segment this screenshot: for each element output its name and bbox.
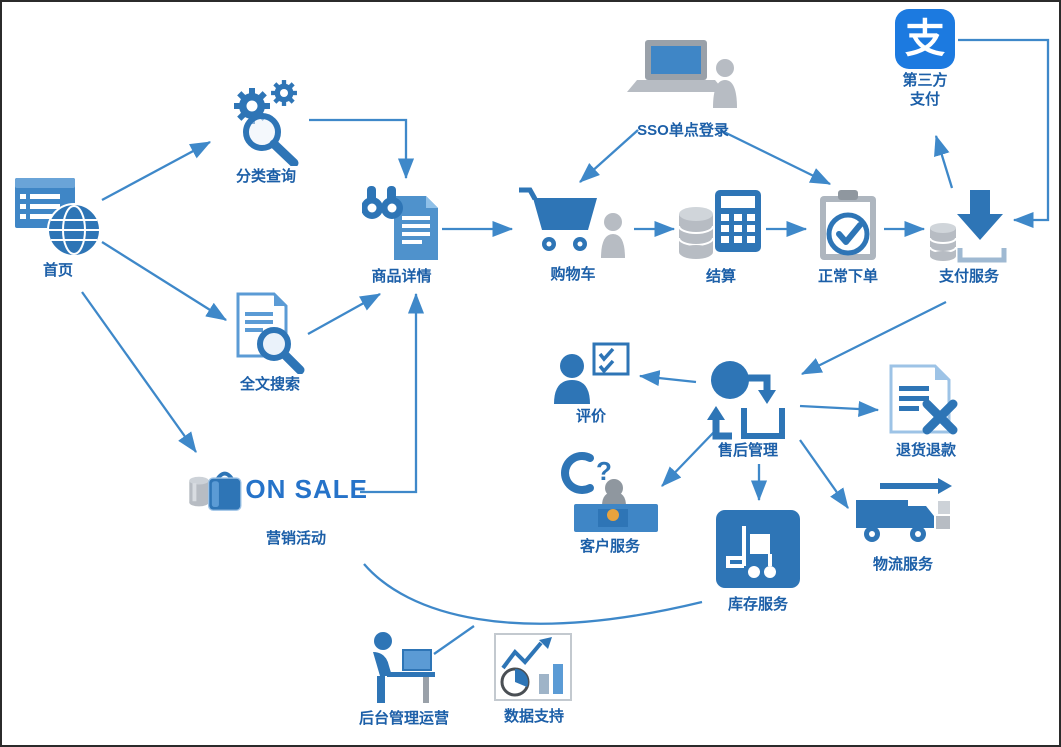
node-label-marketing: 营销活动: [266, 530, 327, 547]
edge-aftersales-refund: [799, 400, 880, 418]
edge-home-fulltext: [101, 241, 227, 321]
home-icon: [15, 178, 101, 257]
node-payment: 支付服务: [926, 188, 1012, 287]
fulltext-search-icon: [236, 292, 305, 374]
node-cart: 购物车: [514, 184, 632, 285]
on-sale-text: ON SALE: [245, 473, 368, 504]
node-label-logistics: 物流服务: [872, 556, 933, 573]
node-label-data: 数据支持: [503, 708, 564, 725]
node-home: 首页: [10, 172, 106, 281]
node-category: 分类查询: [216, 80, 316, 187]
node-label-review: 评价: [575, 408, 606, 425]
node-label-detail: 商品详情: [371, 268, 432, 285]
node-data: 数据支持: [484, 632, 584, 727]
node-aftersales: 售后管理: [700, 358, 796, 461]
edge-payment-thirdparty: [934, 134, 954, 189]
backend-admin-icon: [373, 632, 435, 703]
node-sso: SSO单点登录: [624, 38, 742, 141]
node-label-sso: SSO单点登录: [637, 122, 729, 139]
inventory-forklift-icon: [716, 510, 800, 588]
alipay-icon: 支: [895, 9, 955, 69]
review-icon: [554, 342, 630, 404]
node-thirdparty: 支 第三方 支付: [892, 8, 958, 110]
edge-category-detail: [309, 118, 415, 180]
node-label-cart: 购物车: [550, 266, 596, 283]
logistics-truck-icon: [856, 478, 952, 542]
node-label-checkout: 结算: [705, 268, 736, 285]
edge-aftersales-review: [638, 370, 697, 387]
node-label-backend: 后台管理运营: [358, 710, 449, 727]
node-backend: 后台管理运营: [334, 628, 474, 729]
node-label-home: 首页: [42, 262, 73, 279]
node-fulltext: 全文搜索: [224, 292, 316, 395]
svg-text:?: ?: [596, 456, 612, 486]
refund-icon: [889, 364, 958, 435]
order-clipboard-icon: [820, 190, 876, 260]
node-label-payment: 支付服务: [938, 268, 999, 285]
node-label-aftersales: 售后管理: [717, 442, 778, 459]
data-support-icon: [494, 633, 572, 701]
node-label-service: 客户服务: [579, 538, 640, 555]
node-detail: 商品详情: [354, 184, 449, 287]
edge-home-marketing: [81, 291, 197, 453]
checkout-icon: [678, 190, 761, 259]
node-label-category: 分类查询: [235, 168, 296, 185]
node-label-refund: 退货退款: [895, 442, 956, 459]
node-refund: 退货退款: [884, 362, 968, 461]
aftersales-icon: [707, 361, 785, 440]
edge-marketing-detail: [360, 292, 425, 494]
node-order: 正常下单: [808, 188, 888, 287]
node-label-fulltext: 全文搜索: [239, 376, 300, 393]
edge-marketing-inventory-curve: [363, 563, 703, 625]
customer-service-icon: ?: [561, 452, 658, 532]
marketing-bag-icon: [189, 471, 242, 511]
svg-text:支: 支: [905, 17, 945, 61]
node-review: 评价: [547, 342, 635, 427]
node-label-thirdparty: 第三方 支付: [902, 72, 948, 108]
node-marketing: ON SALE 营销活动: [188, 450, 368, 549]
edge-aftersales-logistics: [799, 439, 849, 509]
edge-fulltext-detail: [307, 292, 382, 336]
sso-login-icon: [627, 40, 737, 108]
category-query-icon: [234, 80, 299, 166]
node-service: ? 客户服务: [558, 450, 662, 557]
edge-home-category: [101, 140, 212, 202]
node-inventory: 库存服务: [710, 506, 806, 615]
node-label-inventory: 库存服务: [727, 596, 788, 613]
node-logistics: 物流服务: [850, 476, 956, 575]
node-label-order: 正常下单: [817, 268, 878, 285]
payment-service-icon: [929, 190, 1007, 263]
shopping-cart-icon: [519, 187, 625, 258]
node-checkout: 结算: [676, 186, 766, 287]
product-detail-icon: [361, 186, 438, 260]
